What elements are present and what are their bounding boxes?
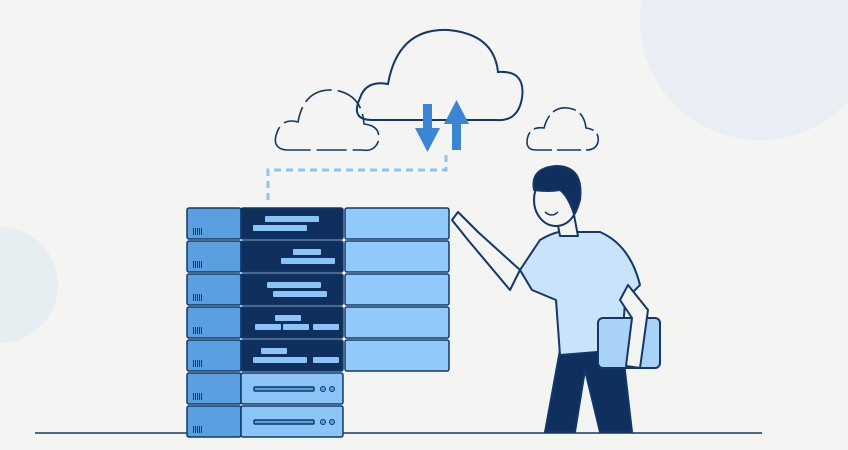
rack-unit-panel — [240, 240, 344, 273]
panel-indicator — [293, 249, 321, 255]
vent-slot — [199, 294, 200, 301]
vent-slot — [193, 393, 194, 400]
panel-indicator — [265, 216, 319, 222]
vent-slot — [193, 294, 194, 301]
panel-indicator — [281, 258, 335, 264]
vent-slot — [199, 327, 200, 334]
vent-slot — [195, 360, 196, 367]
rack-unit-panel — [240, 306, 344, 339]
vent-slot — [197, 393, 198, 400]
vent-slot — [201, 327, 202, 334]
raised-arm — [451, 211, 521, 291]
upload-arrow-icon — [444, 100, 469, 150]
vent-slot — [201, 426, 202, 433]
vent-slot — [193, 327, 194, 334]
vent-slot — [197, 360, 198, 367]
rack-drawer — [344, 306, 450, 339]
panel-indicator — [283, 324, 309, 330]
rack-drawer — [344, 240, 450, 273]
person — [451, 165, 661, 433]
vent-slot — [199, 261, 200, 268]
panel-indicator — [313, 357, 339, 363]
panel-indicator — [313, 324, 339, 330]
drive-slot — [253, 386, 315, 392]
panel-indicator — [253, 357, 307, 363]
rack-drawer — [344, 339, 450, 372]
vent-slot — [197, 426, 198, 433]
hair — [532, 165, 582, 215]
vent-slot — [201, 261, 202, 268]
vent-slot — [193, 426, 194, 433]
cloud-icon-small-right — [526, 107, 600, 151]
rack-unit-panel — [240, 273, 344, 306]
panel-indicator — [253, 225, 307, 231]
server-rack-icon — [186, 207, 450, 438]
cloud-icon-small-left — [274, 89, 380, 152]
download-arrow-icon — [415, 104, 440, 152]
vent-slot — [199, 228, 200, 235]
drive-slot — [253, 419, 315, 425]
vent-slot — [193, 360, 194, 367]
vent-slot — [197, 261, 198, 268]
vent-slot — [197, 228, 198, 235]
vent-slot — [195, 261, 196, 268]
panel-indicator — [255, 324, 281, 330]
vent-slot — [201, 360, 202, 367]
panel-indicator — [267, 282, 321, 288]
vent-slot — [197, 294, 198, 301]
vent-slot — [195, 426, 196, 433]
rack-unit-panel — [240, 339, 344, 372]
vent-slot — [195, 393, 196, 400]
vent-slot — [201, 228, 202, 235]
panel-indicator — [261, 348, 287, 354]
vent-slot — [201, 294, 202, 301]
vent-slot — [201, 393, 202, 400]
rack-drawer — [344, 207, 450, 240]
status-led — [320, 419, 326, 425]
decor-circle-top-right — [640, 0, 848, 140]
vent-slot — [193, 261, 194, 268]
vent-slot — [197, 327, 198, 334]
vent-slot — [195, 228, 196, 235]
connector-line — [266, 150, 448, 200]
vent-slot — [195, 327, 196, 334]
vent-slot — [199, 393, 200, 400]
vent-slot — [199, 426, 200, 433]
vent-slot — [199, 360, 200, 367]
status-led — [320, 386, 326, 392]
rack-drawer — [344, 273, 450, 306]
cloud-icon — [356, 28, 524, 122]
vent-slot — [195, 294, 196, 301]
panel-indicator — [273, 291, 327, 297]
panel-indicator — [275, 315, 301, 321]
decor-circle-left — [0, 227, 58, 343]
status-led — [329, 386, 335, 392]
status-led — [329, 419, 335, 425]
rack-unit-panel — [240, 207, 344, 240]
vent-slot — [193, 228, 194, 235]
